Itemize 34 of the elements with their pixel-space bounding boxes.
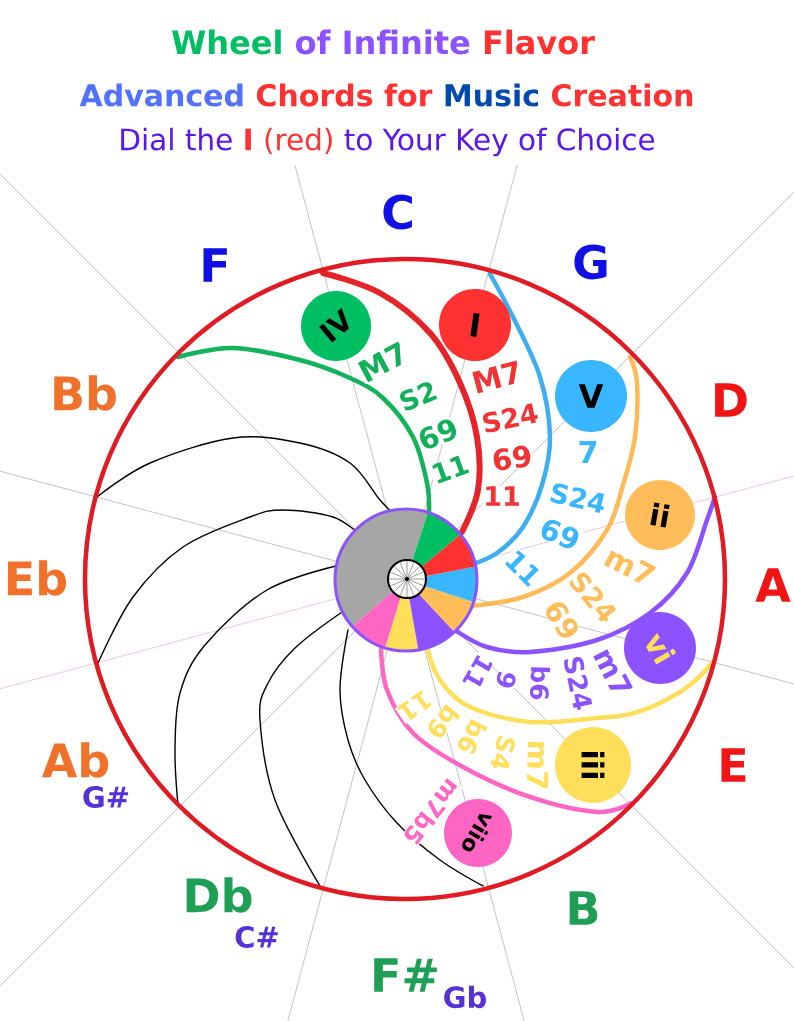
subtitle: Advanced Chords for Music Creation bbox=[79, 83, 693, 107]
chord-extension-label: 11 bbox=[502, 547, 544, 589]
chord-extension-label: S4 bbox=[488, 732, 518, 774]
chord-extension-label: 9 bbox=[494, 668, 518, 692]
chord-extension-label: 11 bbox=[482, 485, 522, 507]
key-label: D bbox=[715, 383, 747, 417]
key-label: Ab bbox=[41, 742, 109, 778]
key-label: Eb bbox=[8, 560, 67, 596]
chord-extension-label: 7 bbox=[577, 440, 599, 464]
key-label: E bbox=[721, 748, 746, 782]
enharmonic-label: C# bbox=[235, 926, 278, 948]
chord-extension-label: S24 bbox=[479, 401, 541, 435]
chord-extension-label: 11 bbox=[428, 452, 472, 486]
title: Wheel of Infinite Flavor bbox=[171, 29, 595, 55]
key-label: C bbox=[383, 194, 412, 230]
chord-extension-label: S24 bbox=[547, 481, 609, 515]
key-label: B bbox=[569, 891, 598, 925]
key-label: F bbox=[203, 248, 227, 282]
key-label: F# bbox=[374, 958, 437, 992]
chord-extension-label: 69 bbox=[489, 443, 535, 473]
chord-extension-label: M7 bbox=[469, 359, 525, 395]
instruction-text: Dial the I (red) to Your Key of Choice bbox=[121, 127, 655, 157]
chord-extension-label: S24 bbox=[562, 653, 594, 713]
chord-extension-label: 69 bbox=[414, 415, 462, 453]
enharmonic-label: G# bbox=[83, 786, 129, 808]
key-label: A bbox=[755, 568, 791, 602]
chord-extension-label: m7 bbox=[526, 738, 550, 792]
key-label: G bbox=[574, 244, 607, 280]
key-label: Bb bbox=[54, 375, 116, 411]
chord-extension-label: b6 bbox=[529, 664, 551, 702]
chord-extension-label: M7 bbox=[354, 339, 412, 385]
chord-extension-label: 69 bbox=[536, 515, 584, 553]
enharmonic-label: Gb bbox=[444, 985, 486, 1009]
key-label: Db bbox=[186, 877, 252, 913]
